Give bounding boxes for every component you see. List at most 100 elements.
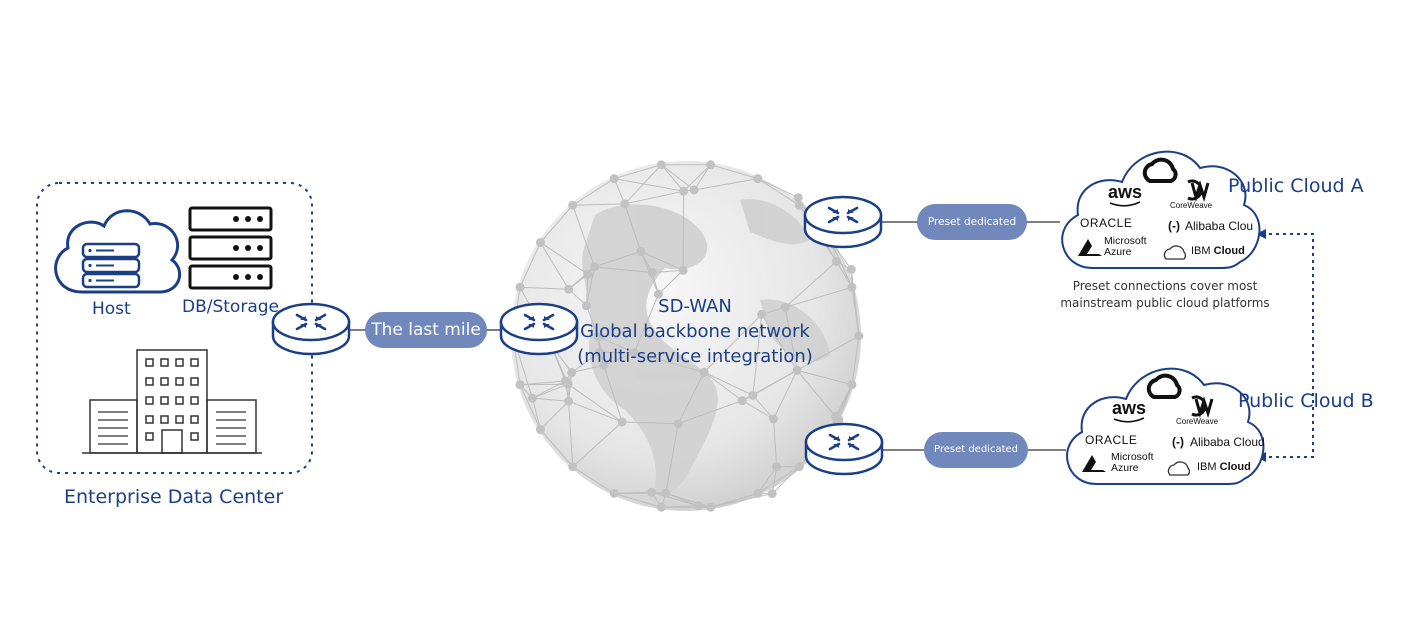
google-cloud-icon [1146, 373, 1182, 399]
host-cloud-icon [54, 209, 182, 294]
mesh-edge [771, 466, 778, 494]
preset-line-pill-b: Preset dedicated line [924, 432, 1028, 491]
azure-text-a: Azure [1104, 246, 1132, 258]
mesh-node [831, 257, 841, 267]
mesh-edge [603, 365, 623, 423]
azure-icon [1078, 239, 1102, 256]
router-cloud-a-icon [803, 195, 883, 249]
mesh-node [568, 462, 578, 472]
mesh-node [673, 419, 683, 429]
mesh-node [653, 289, 663, 299]
router-backbone-edge-icon [499, 302, 579, 356]
mesh-edge [567, 383, 623, 423]
mesh-node [609, 488, 619, 498]
mesh-node [737, 396, 747, 406]
connector-lines [348, 221, 1066, 451]
building-window [190, 377, 199, 386]
mesh-edge [531, 398, 541, 430]
azure-text-b: Azure [1111, 462, 1139, 474]
mesh-node [564, 396, 574, 406]
mesh-node [656, 160, 666, 170]
router-datacenter-icon [271, 302, 351, 356]
mesh-edge [851, 287, 860, 337]
mesh-node [581, 301, 591, 311]
sdwan-line-1: SD-WAN [658, 296, 732, 317]
mesh-edge [831, 242, 853, 288]
enterprise-datacenter-title: Enterprise Data Center [64, 486, 284, 508]
mesh-node [656, 502, 666, 512]
mesh-node [661, 488, 671, 498]
mesh-edge [613, 164, 662, 180]
mesh-edge [665, 423, 679, 494]
mesh-node [772, 462, 782, 472]
mesh-node [599, 360, 609, 370]
mesh-node [792, 365, 802, 375]
mesh-edge [519, 286, 569, 290]
building-window [175, 358, 184, 367]
mesh-edge [678, 400, 743, 425]
office-building-icon [82, 349, 262, 454]
mesh-edge [677, 372, 705, 424]
building-window [160, 358, 169, 367]
coverage-caption: Preset connections cover most mainstream… [1050, 278, 1280, 312]
mesh-node [515, 380, 525, 390]
oracle-logo-a: ORACLE [1080, 216, 1133, 230]
mesh-edge [568, 400, 623, 423]
sdwan-backbone-label: SD-WAN Global backbone network (multi-se… [560, 294, 830, 369]
mesh-node [568, 200, 578, 210]
mesh-edge [540, 204, 574, 243]
mesh-node [620, 199, 630, 209]
mesh-node [699, 367, 709, 377]
mesh-edge [683, 164, 711, 192]
mesh-node [689, 185, 699, 195]
mesh-edge [519, 242, 541, 288]
mesh-node [647, 487, 657, 497]
sdwan-line-3: (multi-service integration) [577, 346, 813, 367]
mesh-edge [796, 369, 836, 417]
mesh-edge [752, 394, 774, 420]
mesh-node [847, 380, 857, 390]
mesh-edge [757, 178, 799, 199]
mesh-edge [796, 335, 860, 371]
mesh-edge [624, 190, 684, 205]
mesh-edge [634, 352, 705, 373]
mesh-edge [540, 429, 574, 468]
mesh-edge [660, 164, 685, 192]
mesh-edge [585, 274, 589, 306]
alibaba-bracket-icon: (-) [1168, 219, 1180, 233]
microsoft-text-a: Microsoft [1104, 235, 1147, 247]
mesh-node [748, 390, 758, 400]
router-cloud-b-icon [804, 422, 884, 476]
google-cloud-icon [1142, 157, 1178, 183]
mesh-edge [594, 266, 653, 274]
mesh-node [609, 174, 619, 184]
public-cloud-b-title: Public Cloud B [1238, 390, 1374, 412]
mesh-node [564, 284, 574, 294]
mesh-edge [519, 384, 541, 430]
building-window [160, 415, 169, 424]
building-window [145, 396, 154, 405]
cloud-interconnect-link [1262, 233, 1314, 458]
mesh-node [794, 462, 804, 472]
coreweave-logo-a: CoreWeave [1170, 201, 1213, 210]
alibaba-logo-a: Alibaba Clou [1185, 219, 1254, 233]
mesh-node [593, 332, 603, 342]
building-window [190, 396, 199, 405]
building-window [175, 396, 184, 405]
mesh-edge [568, 401, 574, 467]
caption-line-2: mainstream public cloud platforms [1060, 296, 1270, 310]
mesh-node [515, 282, 525, 292]
mesh-edge [540, 400, 570, 430]
mesh-edge [594, 250, 641, 268]
building-window [190, 358, 199, 367]
mesh-edge [520, 383, 569, 386]
mesh-edge [586, 305, 599, 337]
mesh-edge [651, 491, 699, 507]
ibm-cloud-logo-b: IBM Cloud [1197, 461, 1251, 473]
mesh-edge [703, 371, 743, 401]
mesh-node [678, 265, 688, 275]
mesh-node [706, 502, 716, 512]
building-window [160, 396, 169, 405]
mesh-edge [773, 418, 778, 467]
